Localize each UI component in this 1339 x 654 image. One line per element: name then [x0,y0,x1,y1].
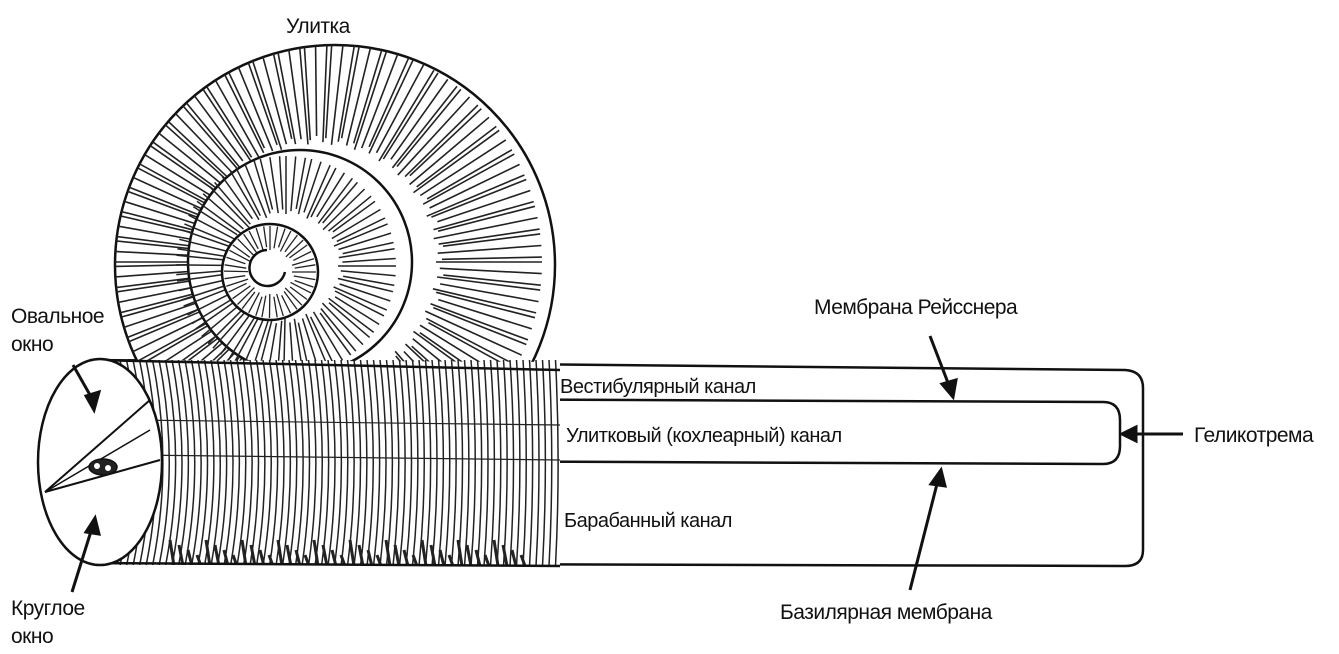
basilar-membrane-label: Базилярная мембрана [780,600,992,626]
reissner-membrane-label: Мембрана Рейсснера [814,295,1017,321]
cochlea-base [95,360,571,566]
vestibular-canal-label: Вестибулярный канал [560,374,756,400]
round-window-label-line2: окно [11,624,53,650]
basilar-arrow-head [931,470,945,486]
oval-window-label-line1: Овальное [11,304,104,330]
helicotrema-label: Геликотрема [1194,423,1313,449]
cochlear-duct-label: Улитковый (кохлеарный) канал [566,423,842,449]
reissner-arrow-head [942,380,956,397]
round-window-label-line1: Круглое [11,596,85,622]
reissner-arrow [930,336,950,388]
cochlea-label: Улитка [286,14,350,40]
helicotrema-arrow-head [1122,427,1136,441]
tympanic-canal-label: Барабанный канал [564,508,732,534]
oval-window-label-line2: окно [11,332,53,358]
basilar-arrow [910,480,938,590]
oval-window-shape [89,459,117,475]
